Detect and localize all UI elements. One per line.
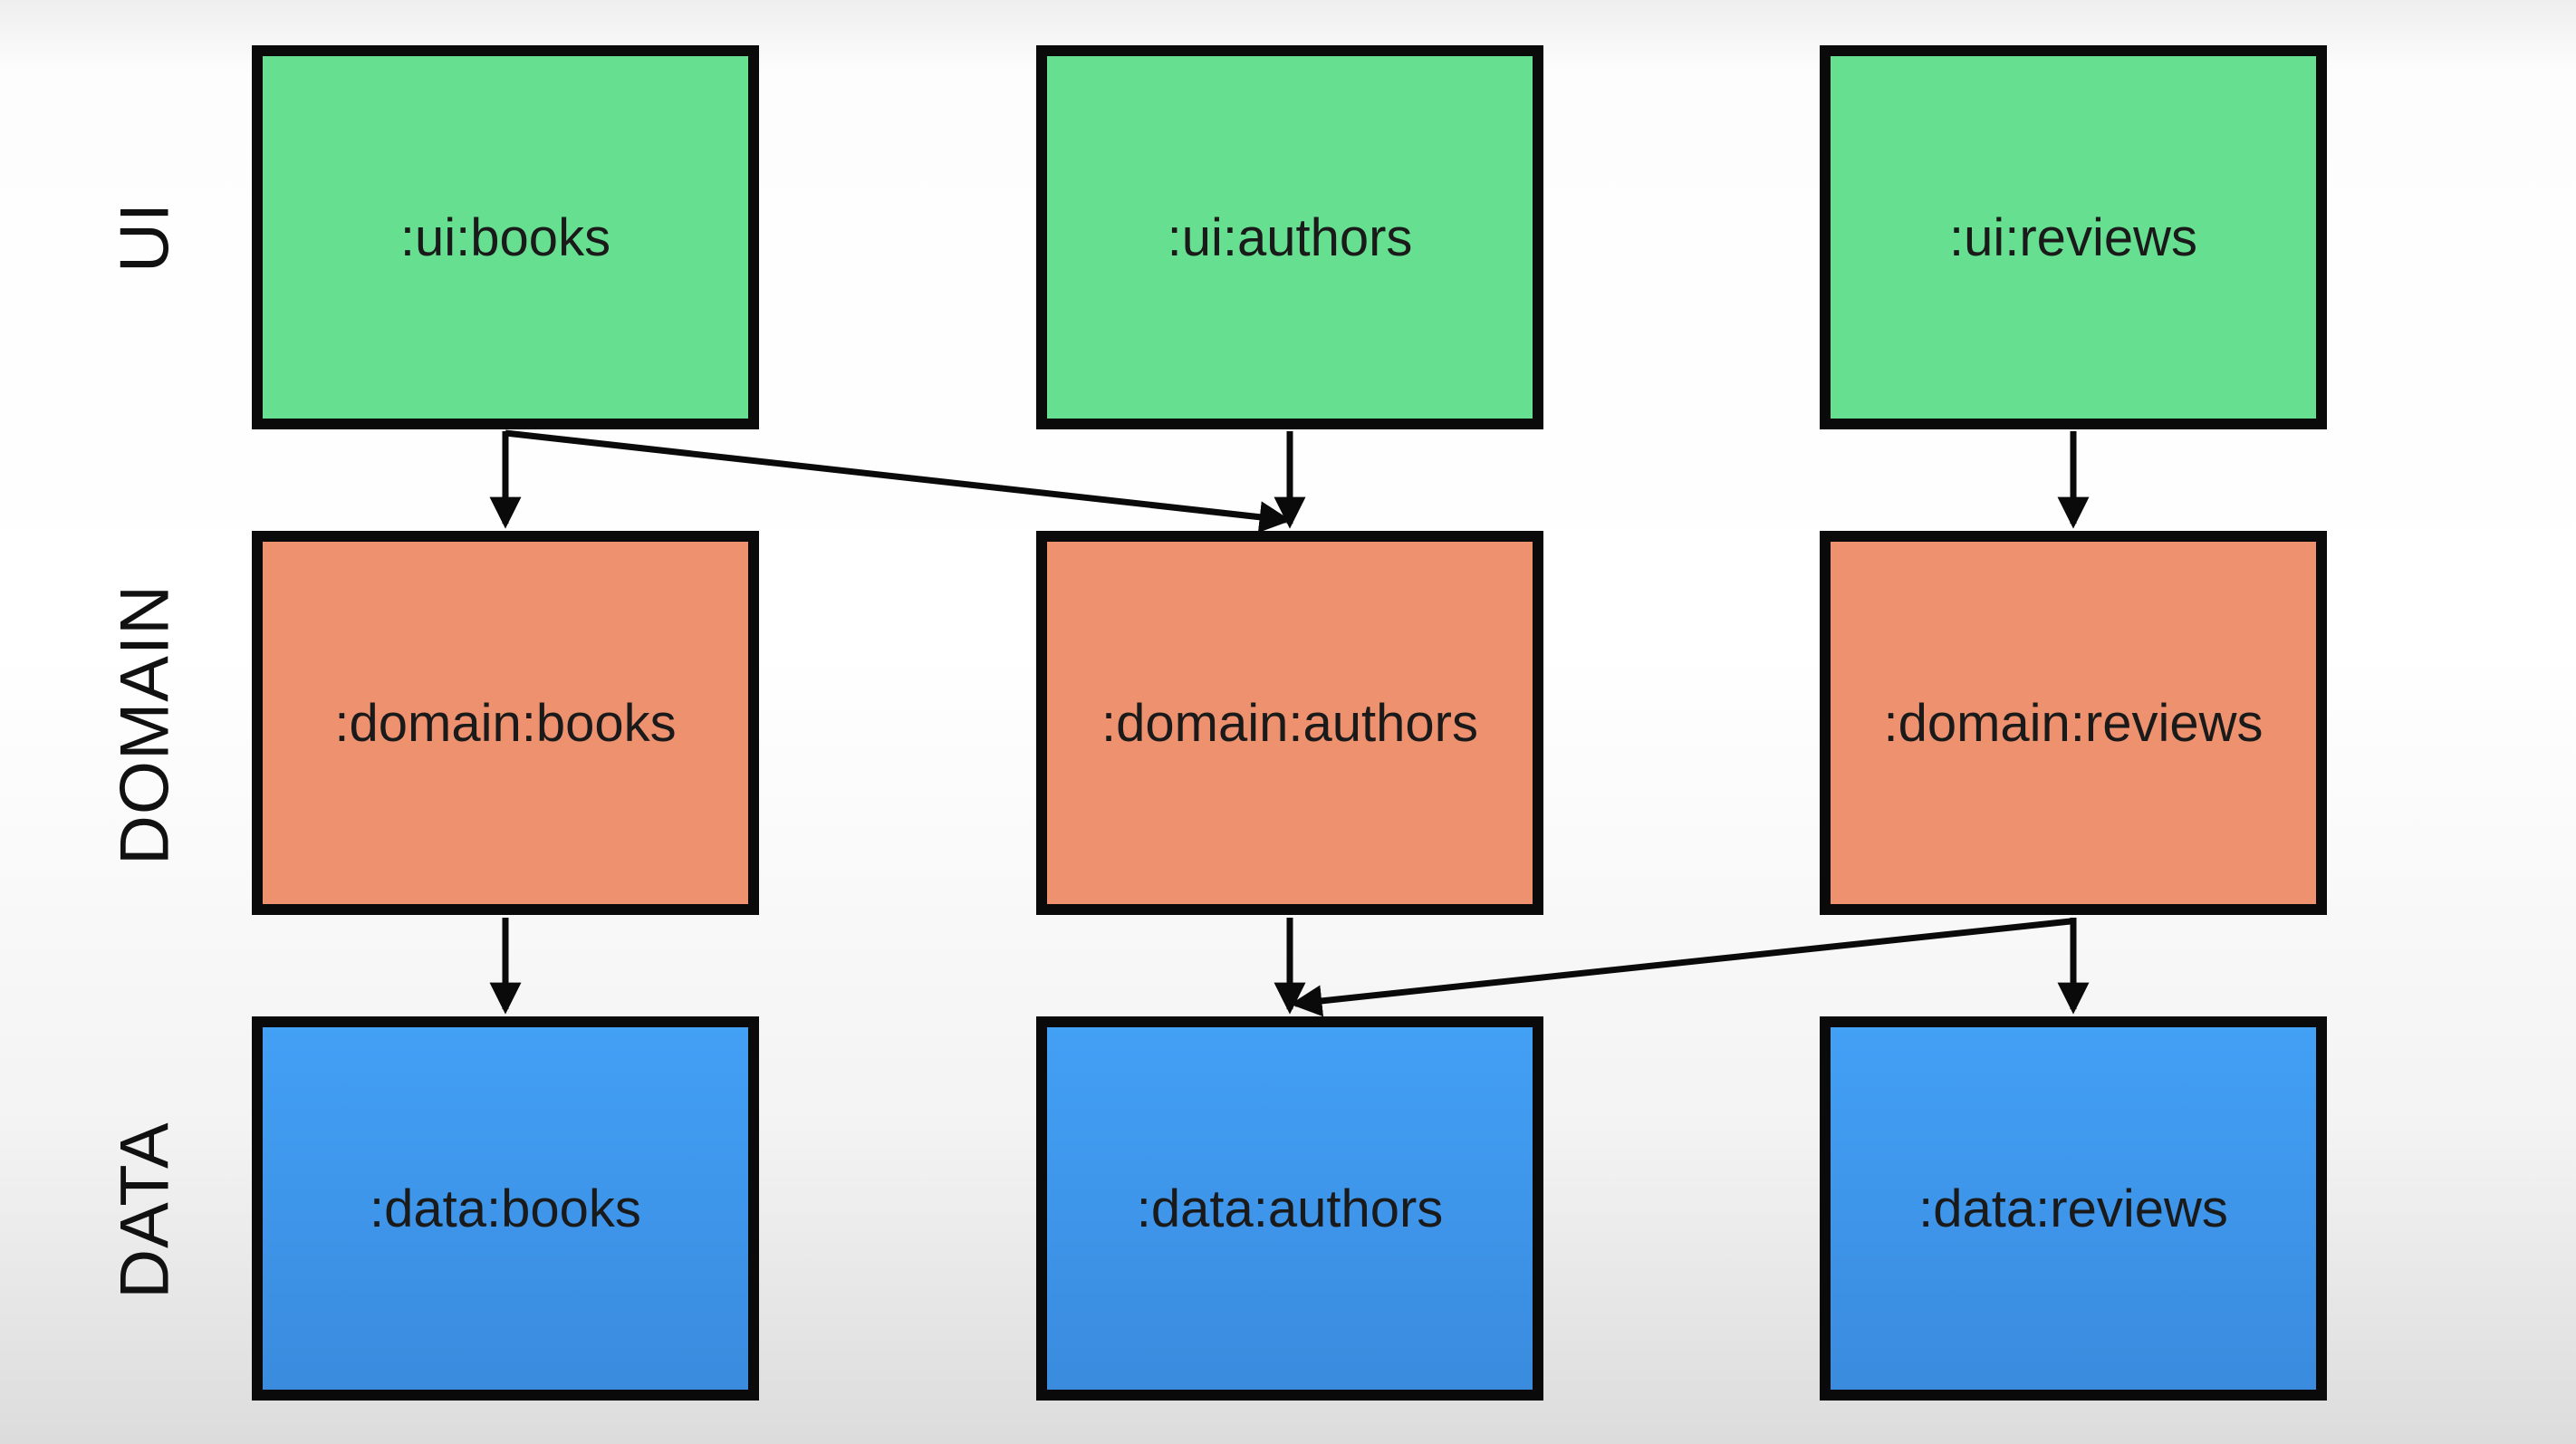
module-label: :ui:reviews [1949, 207, 2197, 267]
module-data-books: :data:books [252, 1016, 759, 1401]
module-label: :domain:reviews [1883, 693, 2264, 753]
module-data-reviews: :data:reviews [1820, 1016, 2327, 1401]
module-domain-authors: :domain:authors [1036, 531, 1543, 915]
module-label: :data:books [370, 1179, 641, 1238]
arrow-domain-reviews-to-data-authors [1290, 918, 2071, 1017]
module-label: :ui:authors [1167, 207, 1413, 267]
module-label: :ui:books [399, 207, 611, 267]
arrow-ui-books-to-domain-authors [505, 429, 1292, 534]
module-ui-authors: :ui:authors [1036, 45, 1543, 429]
module-ui-books: :ui:books [252, 45, 759, 429]
module-label: :data:reviews [1918, 1179, 2228, 1238]
module-label: :domain:authors [1101, 693, 1478, 753]
module-label: :data:authors [1136, 1179, 1444, 1238]
module-ui-reviews: :ui:reviews [1820, 45, 2327, 429]
module-domain-reviews: :domain:reviews [1820, 531, 2327, 915]
module-domain-books: :domain:books [252, 531, 759, 915]
module-data-authors: :data:authors [1036, 1016, 1543, 1401]
module-label: :domain:books [334, 693, 677, 753]
